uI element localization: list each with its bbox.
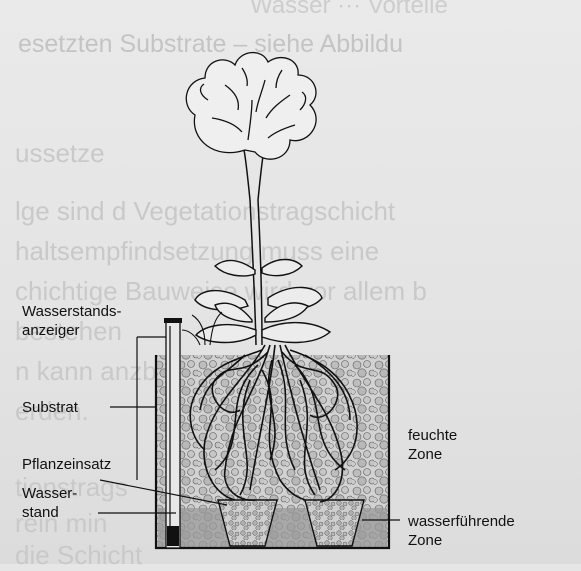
label-water-level-indicator: Wasserstands- anzeiger bbox=[22, 302, 121, 340]
water-indicator-cap bbox=[164, 318, 182, 323]
label-water-level: Wasser- stand bbox=[22, 484, 77, 522]
label-plant-insert: Pflanzeinsatz bbox=[22, 455, 111, 474]
plant-lower-leaves bbox=[195, 260, 330, 343]
water-indicator-tube bbox=[166, 320, 180, 548]
plant-crown bbox=[186, 53, 316, 160]
label-substrate: Substrat bbox=[22, 398, 78, 417]
label-moist-zone: feuchte Zone bbox=[408, 426, 457, 464]
water-indicator-float bbox=[167, 526, 179, 546]
label-water-bearing-zone: wasserführende Zone bbox=[408, 512, 515, 550]
